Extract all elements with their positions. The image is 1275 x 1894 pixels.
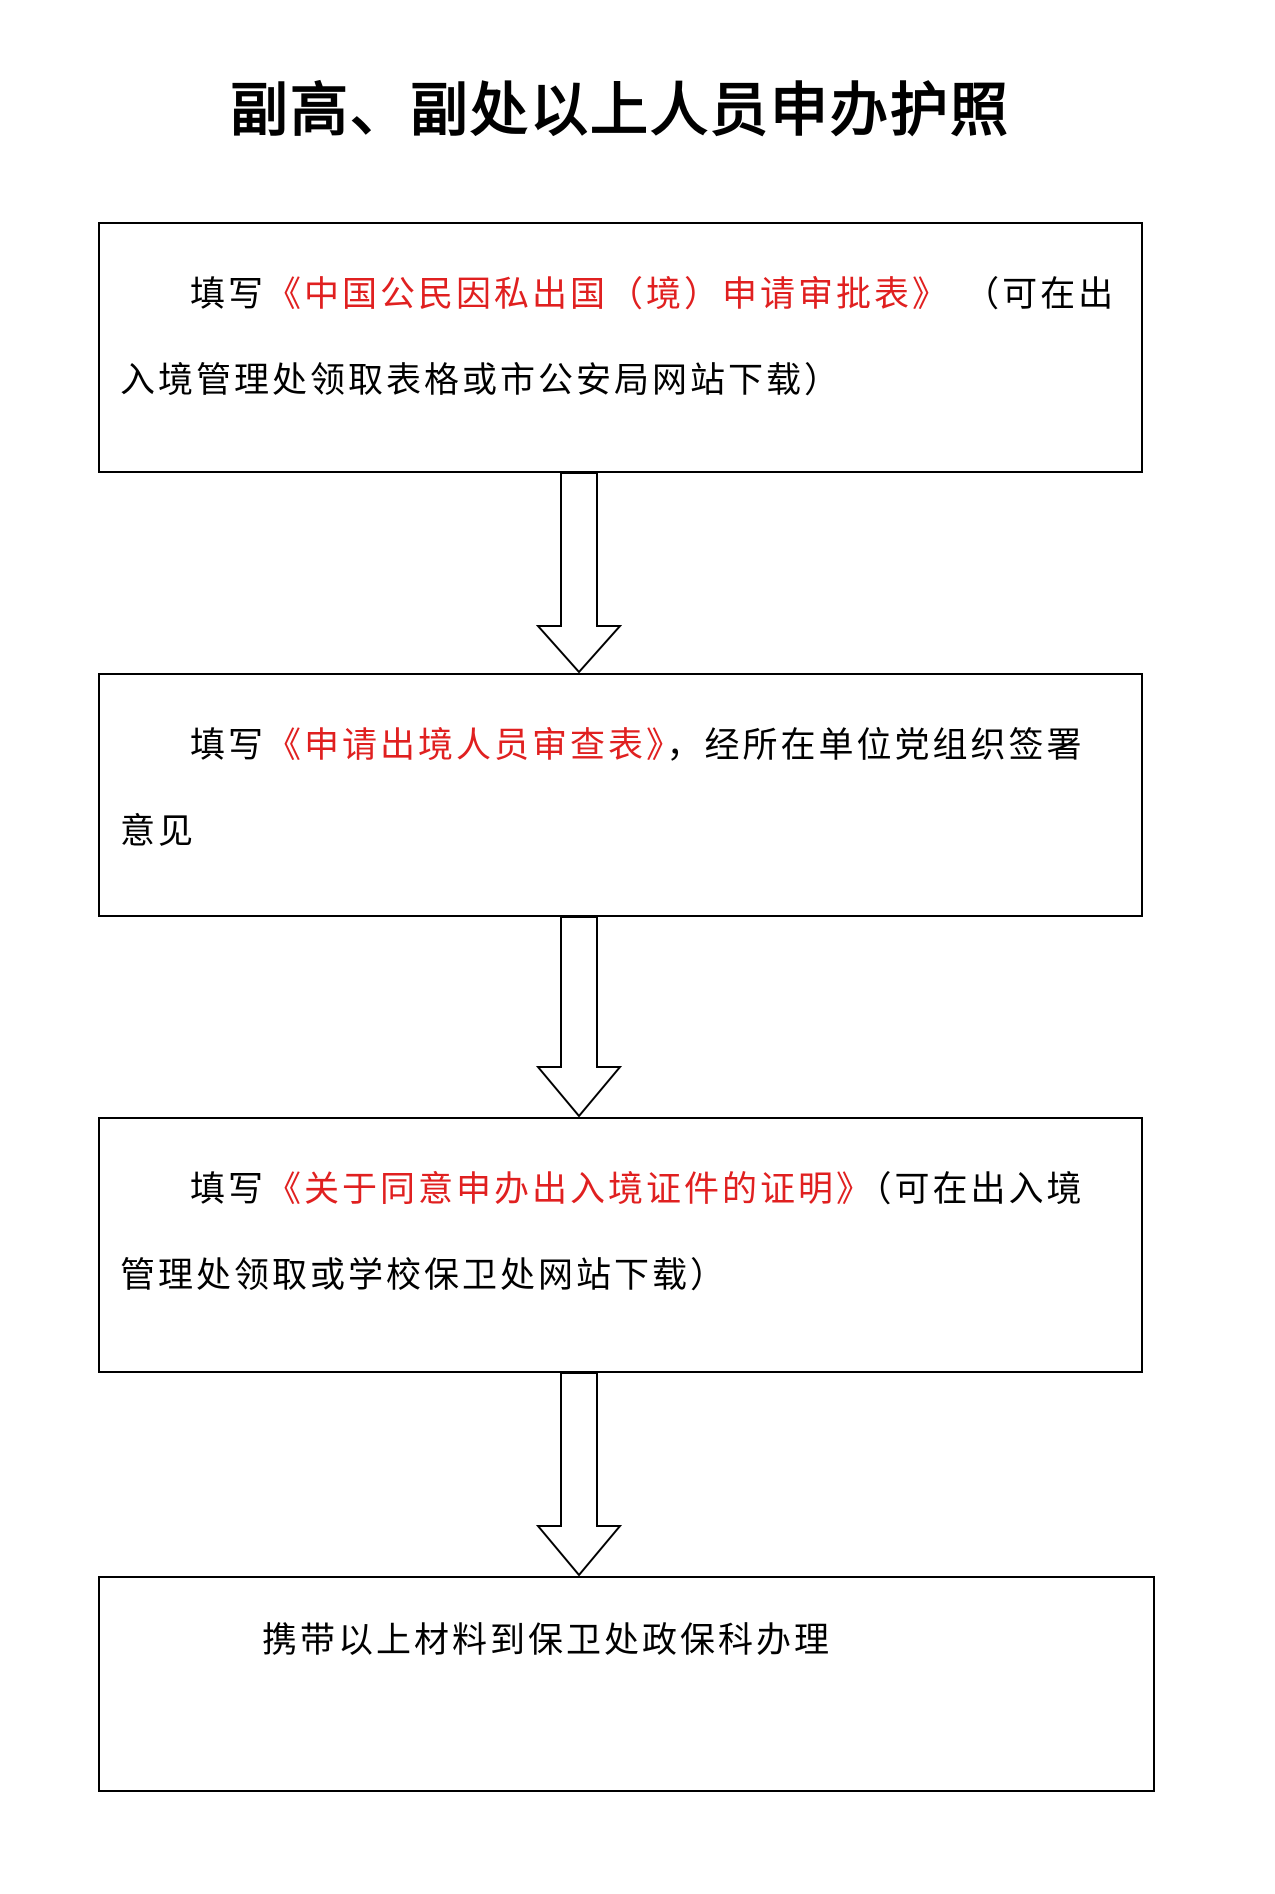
step-2-document-name: 《申请出境人员审查表》 (266, 726, 667, 766)
step-box-2: 填写《申请出境人员审查表》，经所在单位党组织签署意见 (98, 673, 1143, 917)
page-title: 副高、副处以上人员申办护照 (229, 76, 1010, 144)
step-2-text: 填写《申请出境人员审查表》，经所在单位党组织签署意见 (120, 703, 1121, 875)
step-3-prefix: 填写 (190, 1170, 267, 1210)
step-2-prefix: 填写 (190, 726, 267, 766)
step-1-prefix: 填写 (190, 275, 267, 315)
step-1-document-name: 《中国公民因私出国（境）申请审批表》 (266, 275, 951, 315)
step-1-text: 填写《中国公民因私出国（境）申请审批表》 （可在出入境管理处领取表格或市公安局网… (120, 252, 1121, 424)
down-arrow-1 (536, 473, 622, 673)
step-box-1: 填写《中国公民因私出国（境）申请审批表》 （可在出入境管理处领取表格或市公安局网… (98, 222, 1143, 473)
step-box-4: 携带以上材料到保卫处政保科办理 (98, 1576, 1155, 1792)
step-2-note: ，经所在单位党组织签署意见 (120, 726, 1085, 852)
down-arrow-icon (536, 917, 622, 1117)
step-3-note: （可在出入境管理处领取或学校保卫处网站下载） (120, 1170, 1085, 1296)
down-arrow-icon (536, 1373, 622, 1576)
down-arrow-icon (536, 473, 622, 673)
step-box-3: 填写《关于同意申办出入境证件的证明》（可在出入境管理处领取或学校保卫处网站下载） (98, 1117, 1143, 1373)
step-3-document-name: 《关于同意申办出入境证件的证明》 (266, 1170, 875, 1210)
down-arrow-3 (536, 1373, 622, 1576)
down-arrow-2 (536, 917, 622, 1117)
step-3-text: 填写《关于同意申办出入境证件的证明》（可在出入境管理处领取或学校保卫处网站下载） (120, 1147, 1121, 1319)
step-1-note: （可在出入境管理处领取表格或市公安局网站下载） (120, 275, 1117, 401)
step-4-text: 携带以上材料到保卫处政保科办理 (262, 1621, 833, 1661)
